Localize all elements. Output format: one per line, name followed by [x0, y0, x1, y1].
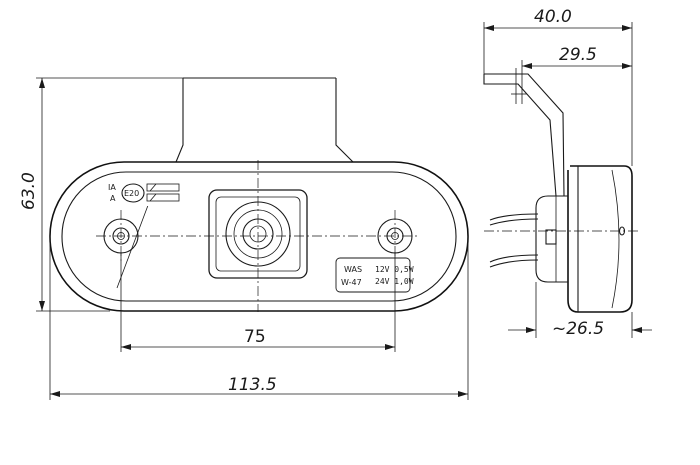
class-top-text: IA	[108, 183, 116, 192]
dim-body-depth: ~26.5	[508, 282, 652, 339]
maker-text: WAS	[344, 265, 362, 274]
rating-12v-text: 12V 0,5W	[375, 265, 414, 274]
overall-width-dimension-text: 113.5	[228, 375, 277, 395]
bracket-offset-dimension-text: 29.5	[559, 45, 597, 65]
dim-side-depth: 40.0	[483, 7, 633, 166]
side-housing	[567, 165, 633, 313]
dim-height: 63.0	[19, 77, 183, 312]
class-bottom-text: A	[110, 194, 116, 203]
hole-spacing-dimension-text: 75	[244, 327, 266, 347]
model-text: W-47	[341, 278, 362, 287]
reflector	[61, 171, 457, 302]
wire-bottom	[489, 254, 539, 263]
front-view: IA A E20 WAS W-47 12V 0,5W 24V 1,0W	[49, 77, 469, 312]
connector-boss	[535, 195, 568, 283]
rating-24v-text: 24V 1,0W	[375, 277, 414, 286]
side-depth-dimension-text: 40.0	[534, 7, 572, 27]
mounting-stem	[175, 78, 354, 163]
approval-circle	[121, 183, 145, 203]
dim-hole-spacing: 75	[120, 252, 396, 352]
approval-text: E20	[124, 189, 139, 198]
rating-label: WAS W-47 12V 0,5W 24V 1,0W	[335, 257, 414, 293]
bracket	[483, 73, 565, 197]
wire-top	[489, 213, 539, 221]
dim-overall-width: 113.5	[49, 236, 469, 400]
dim-bracket-offset: 29.5	[521, 45, 632, 69]
height-dimension-text: 63.0	[19, 172, 39, 210]
body-depth-dimension-text: ~26.5	[552, 319, 604, 339]
side-view	[483, 68, 640, 313]
approval-marks: IA A E20	[102, 178, 184, 206]
